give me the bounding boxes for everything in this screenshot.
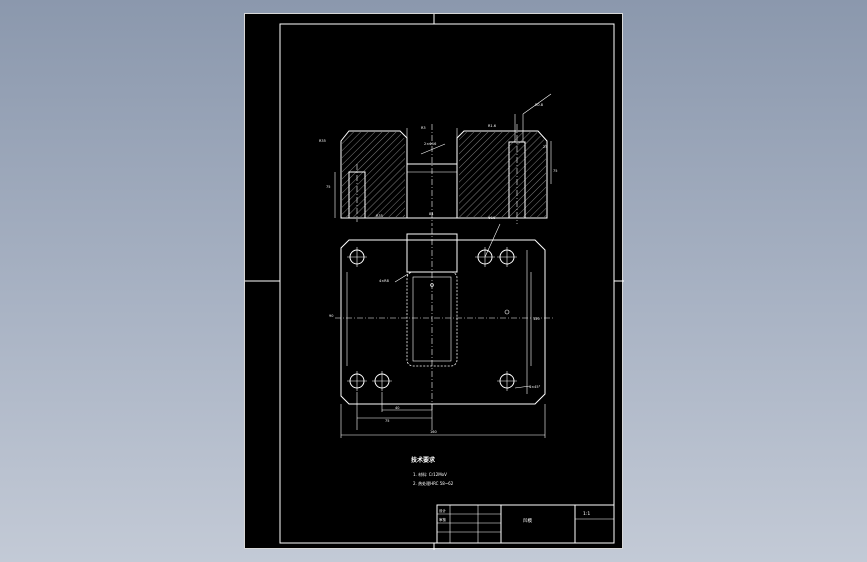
inner-frame <box>279 23 615 544</box>
notes-title: 技术要求 <box>411 456 436 464</box>
drawing-scale: 1:1 <box>583 511 590 517</box>
title-row-2: 审核 <box>439 517 447 522</box>
dim-slot-note: 4×R8 <box>379 279 389 283</box>
dim-top-left-radius: R35 <box>319 139 326 143</box>
cad-drawing: R35 R3 2×Φ16 R1.6 R0.8 25 75 75 R35 84 Φ… <box>245 14 624 550</box>
dim-left-height: 90 <box>329 314 333 318</box>
dim-top-center: R3 <box>421 126 426 130</box>
plan-view <box>335 223 555 438</box>
dim-40: 40 <box>395 406 399 410</box>
dim-height-right: 75 <box>553 169 557 173</box>
notes-line-2: 2. 热处理HRC 58~62 <box>413 480 454 486</box>
notes-line-1: 1. 材料: Cr12MoV <box>413 471 447 477</box>
dim-right-top-radius: R0.8 <box>535 103 543 107</box>
drawing-sheet: R35 R3 2×Φ16 R1.6 R0.8 25 75 75 R35 84 Φ… <box>244 13 624 550</box>
dim-right-height: 120 <box>533 317 540 321</box>
title-block <box>436 504 615 544</box>
dim-right-roughness: R1.6 <box>488 124 496 128</box>
dim-75: 75 <box>385 419 389 423</box>
dim-right-slot: 25 <box>543 145 547 149</box>
section-view <box>334 93 552 226</box>
dim-bottom-right: Φ16 <box>488 216 495 220</box>
dim-hole-note: 2×Φ16 <box>424 142 436 146</box>
part-name: 凹模 <box>523 517 532 524</box>
dim-corner-note: 4×45° <box>529 385 541 389</box>
title-row-1: 设计 <box>439 508 447 513</box>
dim-height-left: 75 <box>326 185 330 189</box>
dim-bottom-left: R35 <box>376 214 383 218</box>
dim-160: 160 <box>430 430 437 434</box>
dim-bottom-center: 84 <box>429 212 434 216</box>
